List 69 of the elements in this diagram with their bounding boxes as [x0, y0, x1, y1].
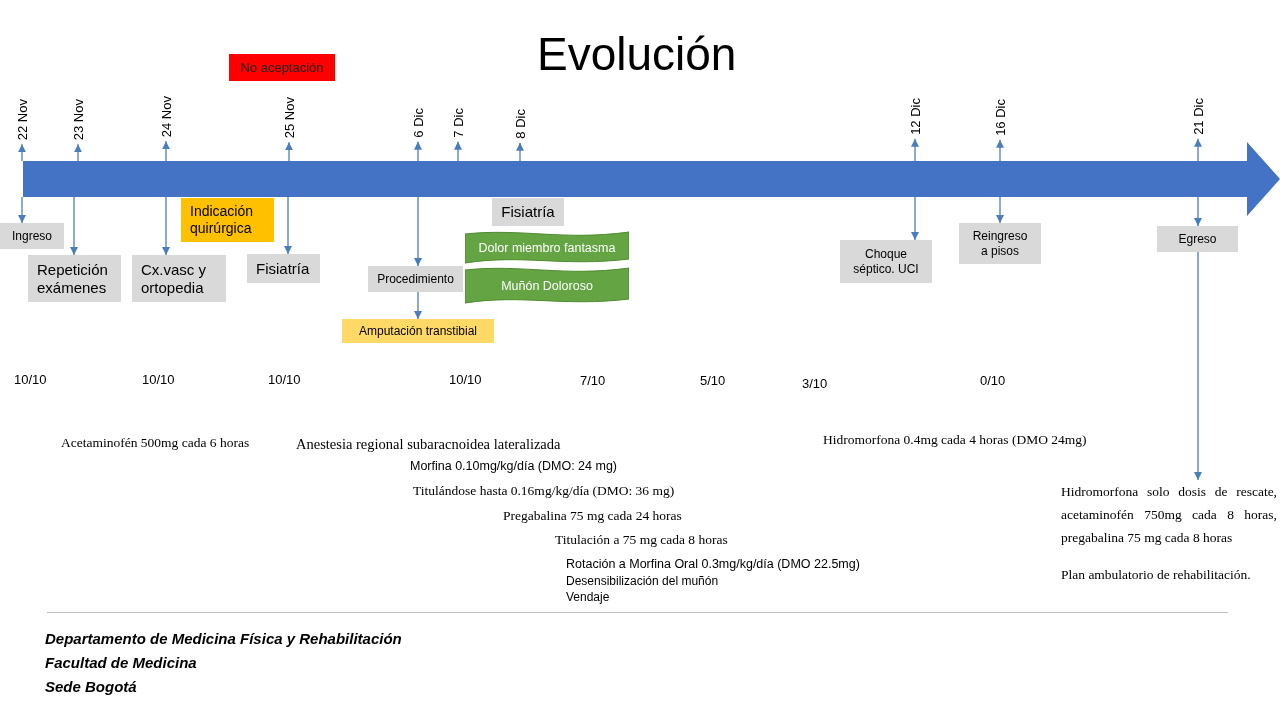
treatment-note: Titulación a 75 mg cada 8 horas: [555, 532, 728, 549]
arrow: [18, 143, 26, 162]
arrow: [162, 196, 170, 256]
arrow: [284, 196, 292, 255]
treatment-note: Desensibilización del muñón: [566, 574, 719, 589]
highlight-box: Indicación quirúrgica: [181, 198, 274, 242]
arrow: [1194, 196, 1202, 227]
arrow: [911, 196, 919, 241]
wavy-banner: Muñón Doloroso: [465, 266, 629, 306]
event-box: Procedimiento: [368, 266, 463, 292]
status-tag: No aceptación: [229, 54, 335, 81]
arrow: [414, 291, 422, 320]
pain-score: 10/10: [14, 372, 47, 388]
treatment-note: Acetaminofén 500mg cada 6 horas: [61, 435, 250, 452]
arrow: [285, 141, 293, 162]
date-label: 12 Dic: [907, 98, 923, 139]
treatment-note: Morfina 0.10mg/kg/día (DMO: 24 mg): [410, 459, 618, 474]
arrow: [996, 139, 1004, 162]
arrow: [516, 142, 524, 162]
title: Evolución: [537, 27, 737, 82]
date-label: 21 Dic: [1190, 98, 1206, 139]
arrow: [162, 140, 170, 162]
event-box: Fisiatría: [247, 254, 320, 283]
pain-score: 0/10: [980, 373, 1006, 389]
arrow: [454, 141, 462, 162]
pain-score: 7/10: [580, 373, 606, 389]
highlight-box: Amputación transtibial: [342, 319, 494, 343]
arrow: [911, 138, 919, 162]
arrow: [74, 143, 82, 162]
event-box: Reingreso a pisos: [959, 223, 1041, 264]
wavy-banner: Dolor miembro fantasma: [465, 230, 629, 266]
arrow: [18, 196, 26, 224]
arrow: [1194, 138, 1202, 162]
date-label: 23 Nov: [70, 99, 86, 145]
pain-score: 3/10: [802, 376, 828, 392]
event-box: Cx.vasc y ortopedia: [132, 255, 226, 302]
footer-text: Sede Bogotá: [45, 678, 137, 696]
event-box: Repetición exámenes: [28, 255, 121, 302]
date-label: 25 Nov: [281, 97, 297, 143]
date-label: 24 Nov: [158, 96, 174, 142]
footer-text: Departamento de Medicina Física y Rehabilitación: [45, 630, 402, 648]
treatment-note: Rotación a Morfina Oral 0.3mg/kg/día (DMO 22.5mg): [566, 557, 860, 572]
pain-score: 5/10: [700, 373, 726, 389]
pain-score: 10/10: [268, 372, 301, 388]
date-label: 7 Dic: [450, 108, 466, 142]
event-box: Fisiatría: [492, 198, 564, 226]
date-label: 6 Dic: [410, 108, 426, 142]
date-label: 22 Nov: [14, 99, 30, 145]
plan-note: Plan ambulatorio de rehabilitación.: [1061, 566, 1252, 584]
treatment-note: Hidromorfona solo dosis de rescate, acetaminofén 750mg cada 8 horas, pregabalina 75 mg cada 8 horas: [1061, 483, 1277, 547]
treatment-note: Pregabalina 75 mg cada 24 horas: [503, 508, 682, 525]
treatment-note: Vendaje: [566, 590, 610, 605]
date-label: 16 Dic: [992, 99, 1008, 140]
event-box: Ingreso: [0, 223, 64, 249]
arrow: [414, 141, 422, 162]
arrow: [1194, 251, 1202, 481]
timeline-arrow: [23, 142, 1280, 216]
pain-score: 10/10: [142, 372, 175, 388]
treatment-note: Hidromorfona 0.4mg cada 4 horas (DMO 24mg): [823, 432, 1087, 449]
footer-text: Facultad de Medicina: [45, 654, 197, 672]
arrow: [996, 196, 1004, 224]
treatment-note: Titulándose hasta 0.16mg/kg/día (DMO: 36 mg): [413, 483, 675, 500]
event-box: Choque séptico. UCI: [840, 240, 932, 283]
pain-score: 10/10: [449, 372, 482, 388]
treatment-note: Anestesia regional subaracnoidea lateralizada: [296, 436, 561, 454]
event-box: Egreso: [1157, 226, 1238, 252]
date-label: 8 Dic: [512, 109, 528, 143]
arrow: [414, 196, 422, 267]
arrow: [70, 196, 78, 256]
